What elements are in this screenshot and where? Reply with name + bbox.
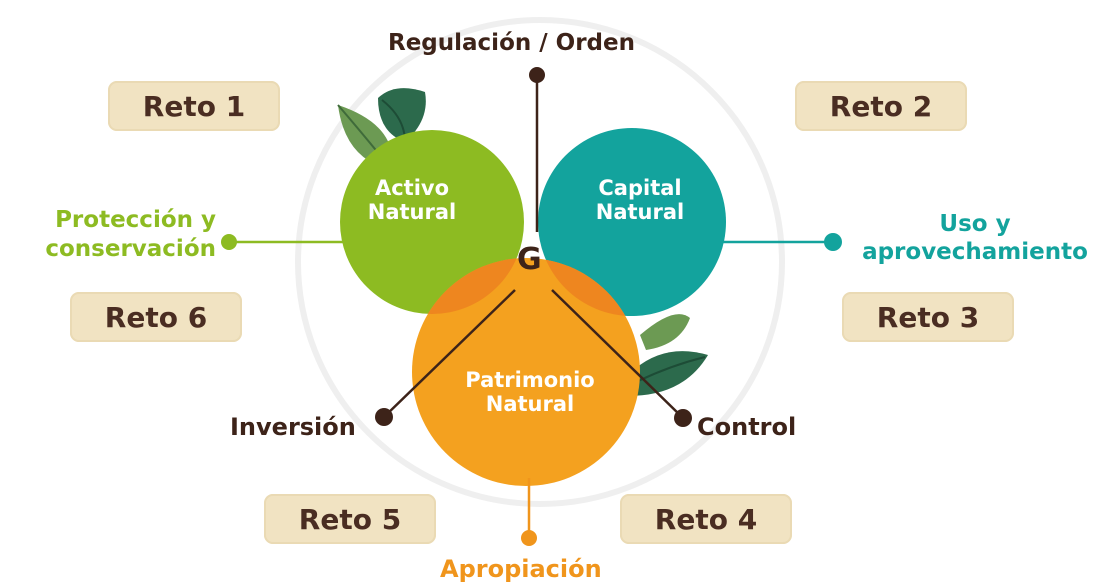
left-label-line-2: conservación (45, 236, 216, 262)
inversion-label: Inversión (230, 413, 356, 441)
reto-2-box: Reto 2 (795, 81, 967, 131)
right-label-line-2: aprovechamiento (862, 239, 1088, 265)
reto-5-box: Reto 5 (264, 494, 436, 544)
inversion-connector-line (383, 289, 516, 418)
patrimonio-line-1: Patrimonio (465, 368, 595, 392)
patrimonio-line-2: Natural (485, 392, 575, 416)
inversion-dot (375, 408, 393, 426)
activo-line-1: Activo (374, 176, 450, 200)
right-label-line-1: Uso y (939, 211, 1011, 237)
activo-natural-label: Activo Natural (352, 176, 472, 224)
capital-line-1: Capital (598, 176, 682, 200)
right-dot (824, 233, 842, 251)
left-label: Protección y conservación (16, 206, 216, 264)
reto-1-box: Reto 1 (108, 81, 280, 131)
reto-6-box: Reto 6 (70, 292, 242, 342)
center-letter: G (517, 242, 542, 277)
patrimonio-natural-label: Patrimonio Natural (455, 368, 605, 416)
left-label-line-1: Protección y (55, 207, 216, 233)
outer-ring (295, 17, 785, 507)
capital-natural-label: Capital Natural (585, 176, 695, 224)
circle-patrimonio-natural (412, 258, 640, 486)
control-dot (674, 409, 692, 427)
right-label: Uso y aprovechamiento (845, 210, 1105, 266)
control-connector-line (551, 289, 684, 419)
top-dot (529, 67, 545, 83)
top-label: Regulación / Orden (388, 30, 635, 56)
reto-3-box: Reto 3 (842, 292, 1014, 342)
control-label: Control (697, 413, 797, 441)
capital-line-2: Natural (595, 200, 685, 224)
circle-activo-natural (340, 130, 524, 314)
activo-line-2: Natural (367, 200, 457, 224)
reto-4-box: Reto 4 (620, 494, 792, 544)
bottom-dot (521, 530, 537, 546)
left-dot (221, 234, 237, 250)
circle-capital-natural (538, 128, 726, 316)
bottom-label: Apropiación (440, 555, 602, 583)
